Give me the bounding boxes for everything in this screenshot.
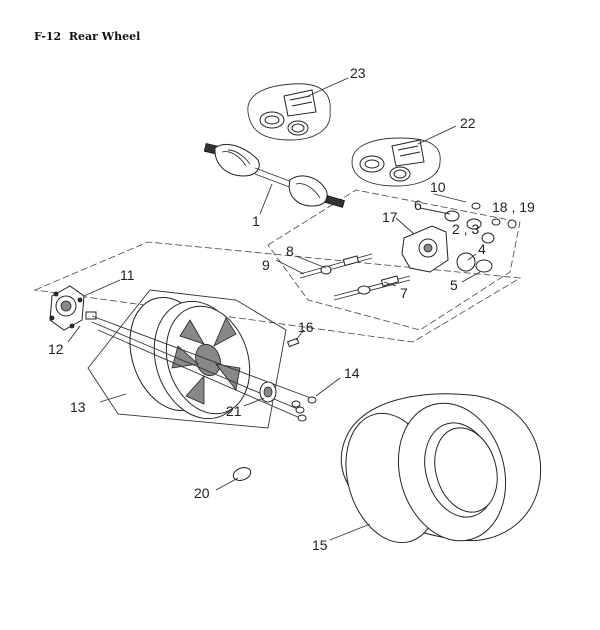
diagram-title: F-12 Rear Wheel (34, 30, 141, 43)
knuckle-parts (299, 202, 517, 301)
callout-1: 1 (252, 213, 260, 229)
callout-16: 16 (298, 319, 314, 335)
callout-20: 20 (194, 485, 210, 501)
callout-14: 14 (344, 365, 360, 381)
callout-22: 22 (460, 115, 476, 131)
callout-15: 15 (312, 537, 328, 553)
callout-21: 21 (226, 403, 242, 419)
boot-kit-23-parts (259, 89, 317, 136)
tire (340, 393, 542, 544)
knuckle-assembly-outline (267, 189, 521, 331)
callout-2-3: 2 , 3 (452, 221, 479, 237)
callout-5: 5 (450, 277, 458, 293)
callout-8: 8 (286, 243, 294, 259)
hub-parts (49, 285, 97, 331)
callout-6: 6 (414, 197, 422, 213)
boot-kit-22-outline (351, 137, 441, 187)
callout-7: 7 (400, 285, 408, 301)
wheel-studs (91, 315, 317, 422)
callout-17: 17 (382, 209, 398, 225)
callout-18-19: 18 , 19 (492, 199, 535, 215)
center-cap (232, 467, 252, 481)
boot-kit-22-parts (359, 139, 425, 182)
callout-12: 12 (48, 341, 64, 357)
boot-kit-23-outline (247, 83, 331, 141)
hub-assembly-outline (33, 241, 522, 343)
drive-shaft (203, 142, 345, 208)
callout-10: 10 (430, 179, 446, 195)
callout-9: 9 (262, 257, 270, 273)
callout-13: 13 (70, 399, 86, 415)
leader-lines (67, 77, 481, 541)
callout-4: 4 (478, 241, 486, 257)
rim-group-outline (87, 289, 287, 429)
callout-23: 23 (350, 65, 366, 81)
callout-11: 11 (120, 267, 135, 283)
